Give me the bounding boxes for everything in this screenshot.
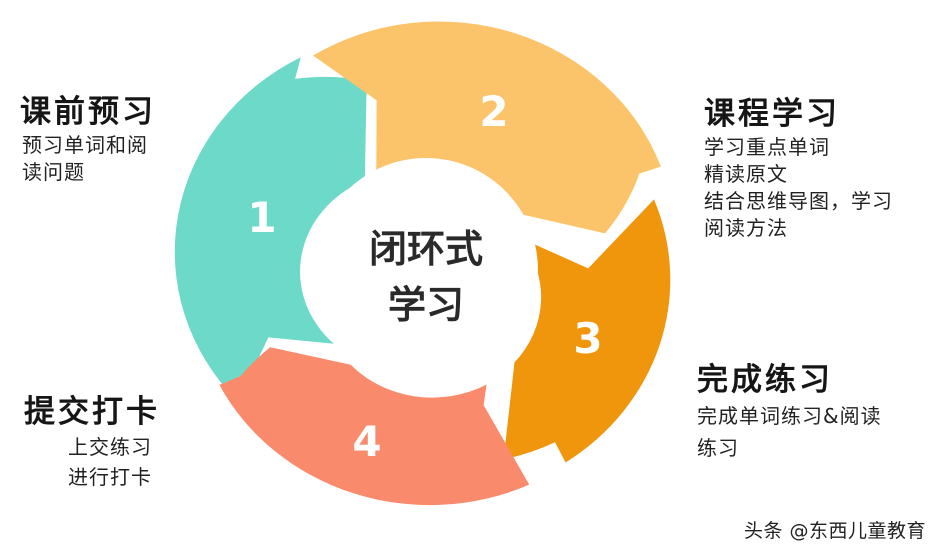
cycle-arrow-2 [313,21,661,234]
center-title-line-2: 学习 [388,283,464,327]
step-3-title: 完成练习 [697,362,833,398]
step-3-line-2: 练习 [697,436,739,460]
cycle-arrow-1 [174,57,367,402]
step-4-line-2: 进行打卡 [68,465,152,489]
step-2-line-1: 学习重点单词 [704,135,830,159]
center-circle [314,158,538,382]
step-2-line-4: 阅读方法 [704,216,788,240]
step-4-number: 4 [352,417,381,466]
step-3-description: 完成练习 完成单词练习&阅读 练习 [697,360,882,464]
step-1-line-2: 读问题 [22,160,85,184]
step-2-line-2: 精读原文 [704,162,788,186]
step-2-title: 课程学习 [704,96,840,132]
step-3-line-1: 完成单词练习&阅读 [697,404,882,428]
step-4-description: 提交打卡 上交练习 进行打卡 [24,392,160,492]
center-title-line-1: 闭环式 [369,227,483,271]
step-1-title: 课前预习 [20,94,156,130]
step-2-description: 课程学习 学习重点单词 精读原文 结合思维导图，学习 阅读方法 [704,94,893,242]
step-2-number: 2 [479,87,508,136]
cycle-arrow-3 [503,199,671,463]
step-1-number: 1 [247,193,276,242]
step-1-description: 课前预习 预习单词和阅 读问题 [20,92,156,186]
step-4-title: 提交打卡 [24,394,160,430]
step-3-number: 3 [573,314,602,363]
cycle-arrow-4 [219,347,530,506]
watermark-text: 头条 @东西儿童教育 [743,520,926,542]
step-4-line-1: 上交练习 [68,435,152,459]
step-2-line-3: 结合思维导图，学习 [704,189,893,213]
step-1-line-1: 预习单词和阅 [22,133,148,157]
